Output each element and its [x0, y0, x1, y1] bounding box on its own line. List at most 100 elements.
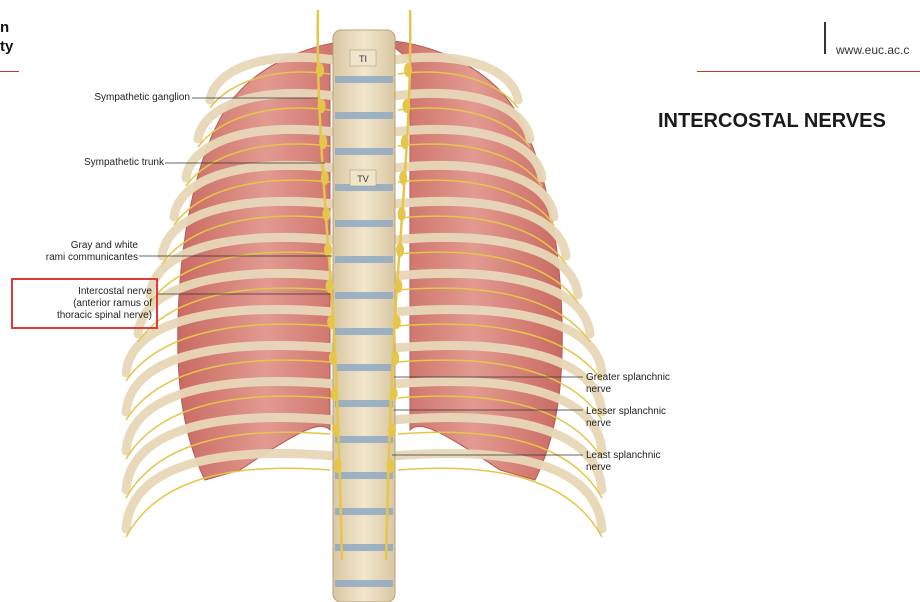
ganglion-left [328, 351, 337, 365]
ganglion-right [399, 171, 408, 185]
intervertebral-disc [335, 508, 393, 515]
intervertebral-disc [335, 436, 393, 443]
rib-right [388, 449, 607, 534]
intercostal-nerve-right [397, 179, 555, 226]
ganglion-left [325, 279, 334, 293]
logo-underline [0, 71, 19, 72]
ganglion-left [316, 63, 324, 77]
label-least-splanchnic: Least splanchnic nerve [586, 450, 661, 473]
intercostal-nerve-left [173, 179, 331, 226]
intercostal-nerve-left [161, 215, 331, 265]
ganglion-right [386, 459, 395, 473]
intercostal-nerve-right [397, 467, 603, 538]
rib-right [388, 269, 595, 339]
vertebra-label-t5: TV [357, 174, 369, 184]
intercostal-nerve-left [125, 395, 331, 460]
rib-left [133, 269, 340, 339]
intercostal-nerve-left [209, 71, 331, 109]
ribs [121, 52, 607, 534]
header-divider [697, 71, 920, 72]
label-intercostal-nerve: Intercostal nerve (anterior ramus of tho… [56, 286, 152, 321]
ganglion-right [402, 99, 411, 113]
intercostal-nerve-right [397, 107, 531, 148]
ganglion-left [317, 99, 326, 113]
intervertebral-disc [335, 112, 393, 119]
label-sympathetic-ganglion: Sympathetic ganglion [94, 92, 190, 103]
intercostal-nerve-right [397, 359, 603, 421]
ganglion-left [319, 135, 328, 149]
rib-left [121, 377, 340, 456]
rib-left [121, 341, 340, 417]
sympathetic-trunk-right [384, 9, 412, 561]
rib-left [121, 413, 340, 495]
ganglion-right [396, 243, 404, 257]
intercostal-nerve-left [125, 431, 331, 499]
intercostal-nerve-right [397, 251, 579, 304]
label-sympathetic-trunk: Sympathetic trunk [83, 157, 164, 168]
intervertebral-discs [335, 76, 393, 587]
intercostal-nerve-right [397, 71, 519, 109]
intervertebral-disc [335, 580, 393, 587]
intercostal-nerve-left [125, 467, 331, 538]
rib-right [388, 305, 607, 378]
label-lesser-splanchnic: Lesser splanchnic nerve [586, 406, 667, 429]
ganglion-left [327, 315, 336, 329]
ganglion-left [324, 243, 332, 257]
rib-left [121, 449, 340, 534]
label-greater-splanchnic: Greater splanchnic nerve [586, 372, 670, 395]
rib-right [388, 161, 559, 222]
ganglion-left [322, 207, 331, 221]
logo-line-2: ty [0, 38, 14, 55]
ganglion-right [392, 315, 401, 329]
rib-right [388, 197, 571, 261]
intercostal-nerve-left [185, 143, 331, 187]
ganglion-left [320, 171, 329, 185]
highlight-box [11, 278, 158, 329]
url-separator [824, 22, 826, 54]
rib-right [388, 413, 607, 495]
intervertebral-disc [335, 364, 393, 371]
ganglion-left [333, 459, 342, 473]
ganglion-left [332, 423, 340, 437]
sympathetic-trunk-left [316, 9, 344, 561]
rib-right [388, 377, 607, 456]
intercostal-nerve-right [397, 395, 603, 460]
ganglion-right [389, 387, 398, 401]
intercostal-nerve-right [397, 287, 591, 343]
slide-title: INTERCOSTAL NERVES [658, 110, 886, 132]
rib-right [388, 52, 523, 105]
intercostal-nerve-left [149, 251, 331, 304]
rib-left [181, 125, 340, 183]
intervertebral-disc [335, 472, 393, 479]
ganglion-right [391, 351, 400, 365]
label-gray-white-rami: Gray and white rami communicantes [45, 240, 138, 263]
ganglion-right [388, 423, 396, 437]
intervertebral-disc [335, 184, 393, 191]
intercostal-nerve-left [125, 359, 331, 421]
intercostal-nerve-left [125, 323, 331, 382]
rib-left [193, 89, 340, 144]
rib-left [157, 197, 340, 261]
intercostal-nerve-right [397, 323, 603, 382]
intervertebral-disc [335, 328, 393, 335]
rib-left [205, 52, 340, 105]
ganglion-left [330, 387, 339, 401]
rib-left [121, 305, 340, 378]
rib-right [388, 233, 583, 300]
ganglion-right [397, 207, 406, 221]
intercostal-nerve-right [397, 431, 603, 499]
intercostal-nerve-right [397, 143, 543, 187]
intervertebral-disc [335, 256, 393, 263]
intervertebral-disc [335, 220, 393, 227]
intervertebral-disc [335, 400, 393, 407]
intervertebral-disc [335, 544, 393, 551]
intercostal-nerve-right [397, 215, 567, 265]
website-url: www.euc.ac.c [836, 43, 910, 57]
logo-line-1: n [0, 19, 10, 36]
intervertebral-disc [335, 148, 393, 155]
ganglion-right [404, 63, 412, 77]
ganglion-right [394, 279, 403, 293]
intercostal-nerve-left [197, 107, 331, 148]
rib-left [169, 161, 340, 222]
